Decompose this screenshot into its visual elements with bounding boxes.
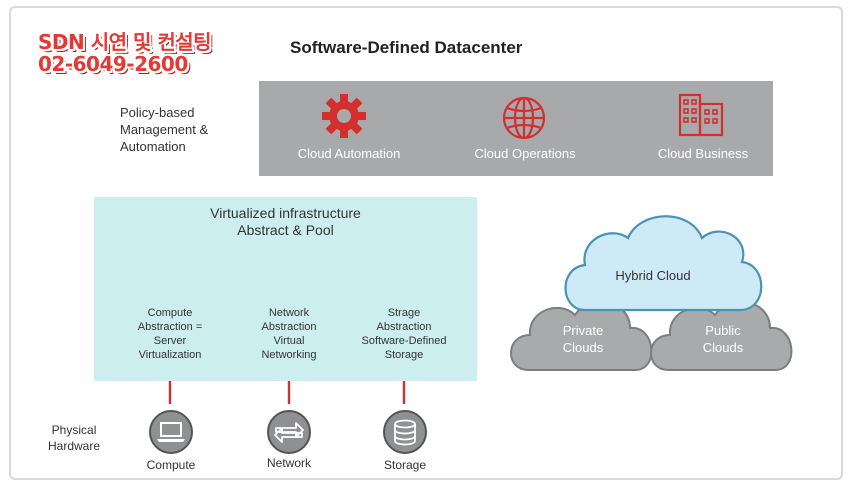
label-line: Physical [51, 423, 97, 437]
cloud-operations-label: Cloud Operations [474, 146, 576, 161]
cloud-automation-label: Cloud Automation [297, 146, 401, 161]
policy-label-line: Automation [120, 139, 186, 154]
promo-line-1: SDN 시연 및 컨설팅 [38, 30, 212, 54]
hybrid-cloud-label: Hybrid Cloud [615, 268, 691, 283]
policy-label-line: Management & [120, 122, 209, 137]
diagram-title: Software-Defined Datacenter [290, 38, 523, 57]
virtualized-title: Virtualized infrastructure Abstract & Po… [94, 205, 477, 239]
hybrid-cloud-shape [564, 215, 763, 312]
label-line: Abstraction = [137, 321, 203, 333]
label-line: Networking [261, 349, 317, 361]
label-line: Software-Defined [361, 335, 447, 347]
physical-hardware-label: Physical Hardware [48, 422, 100, 454]
policy-label-line: Policy-based [120, 105, 195, 120]
private-cloud-shape [510, 300, 653, 371]
network-abstraction-label: Network Abstraction Virtual Networking [229, 306, 349, 362]
globe-icon [502, 96, 546, 140]
storage-icon [383, 410, 427, 454]
public-cloud-shape [650, 300, 793, 371]
laptop-icon [149, 410, 193, 454]
label-line: Network [268, 307, 310, 319]
network-hardware-label: Network [266, 456, 311, 470]
label-line: Private [562, 323, 604, 338]
private-clouds-label: Private Clouds [528, 322, 638, 356]
label-line: Clouds [562, 340, 604, 355]
compute-hardware-label: Compute [146, 458, 196, 472]
virtualized-title-line: Abstract & Pool [237, 222, 334, 238]
label-line: Server [153, 335, 187, 347]
label-line: Strage [387, 307, 421, 319]
label-line: Virtualization [138, 349, 202, 361]
label-line: Compute [147, 307, 193, 319]
promo-line-2: 02-6049-2600 [38, 52, 188, 76]
gear-icon [322, 94, 366, 138]
policy-label: Policy-based Management & Automation [120, 104, 208, 155]
label-line: Hardware [48, 439, 101, 453]
compute-abstraction-label: Compute Abstraction = Server Virtualizat… [110, 306, 230, 362]
label-line: Abstraction [261, 321, 317, 333]
label-line: Virtual [273, 335, 305, 347]
virtualized-title-line: Virtualized infrastructure [210, 205, 361, 221]
label-line: Storage [384, 349, 424, 361]
label-line: Clouds [702, 340, 744, 355]
network-arrows-icon [267, 410, 311, 454]
label-line: Public [705, 323, 741, 338]
cloud-business-label: Cloud Business [657, 146, 749, 161]
storage-abstraction-label: Strage Abstraction Software-Defined Stor… [344, 306, 464, 362]
buildings-icon [678, 93, 724, 137]
public-clouds-label: Public Clouds [668, 322, 778, 356]
storage-hardware-label: Storage [383, 458, 427, 472]
virtualized-infrastructure-box [94, 197, 477, 381]
label-line: Abstraction [376, 321, 432, 333]
